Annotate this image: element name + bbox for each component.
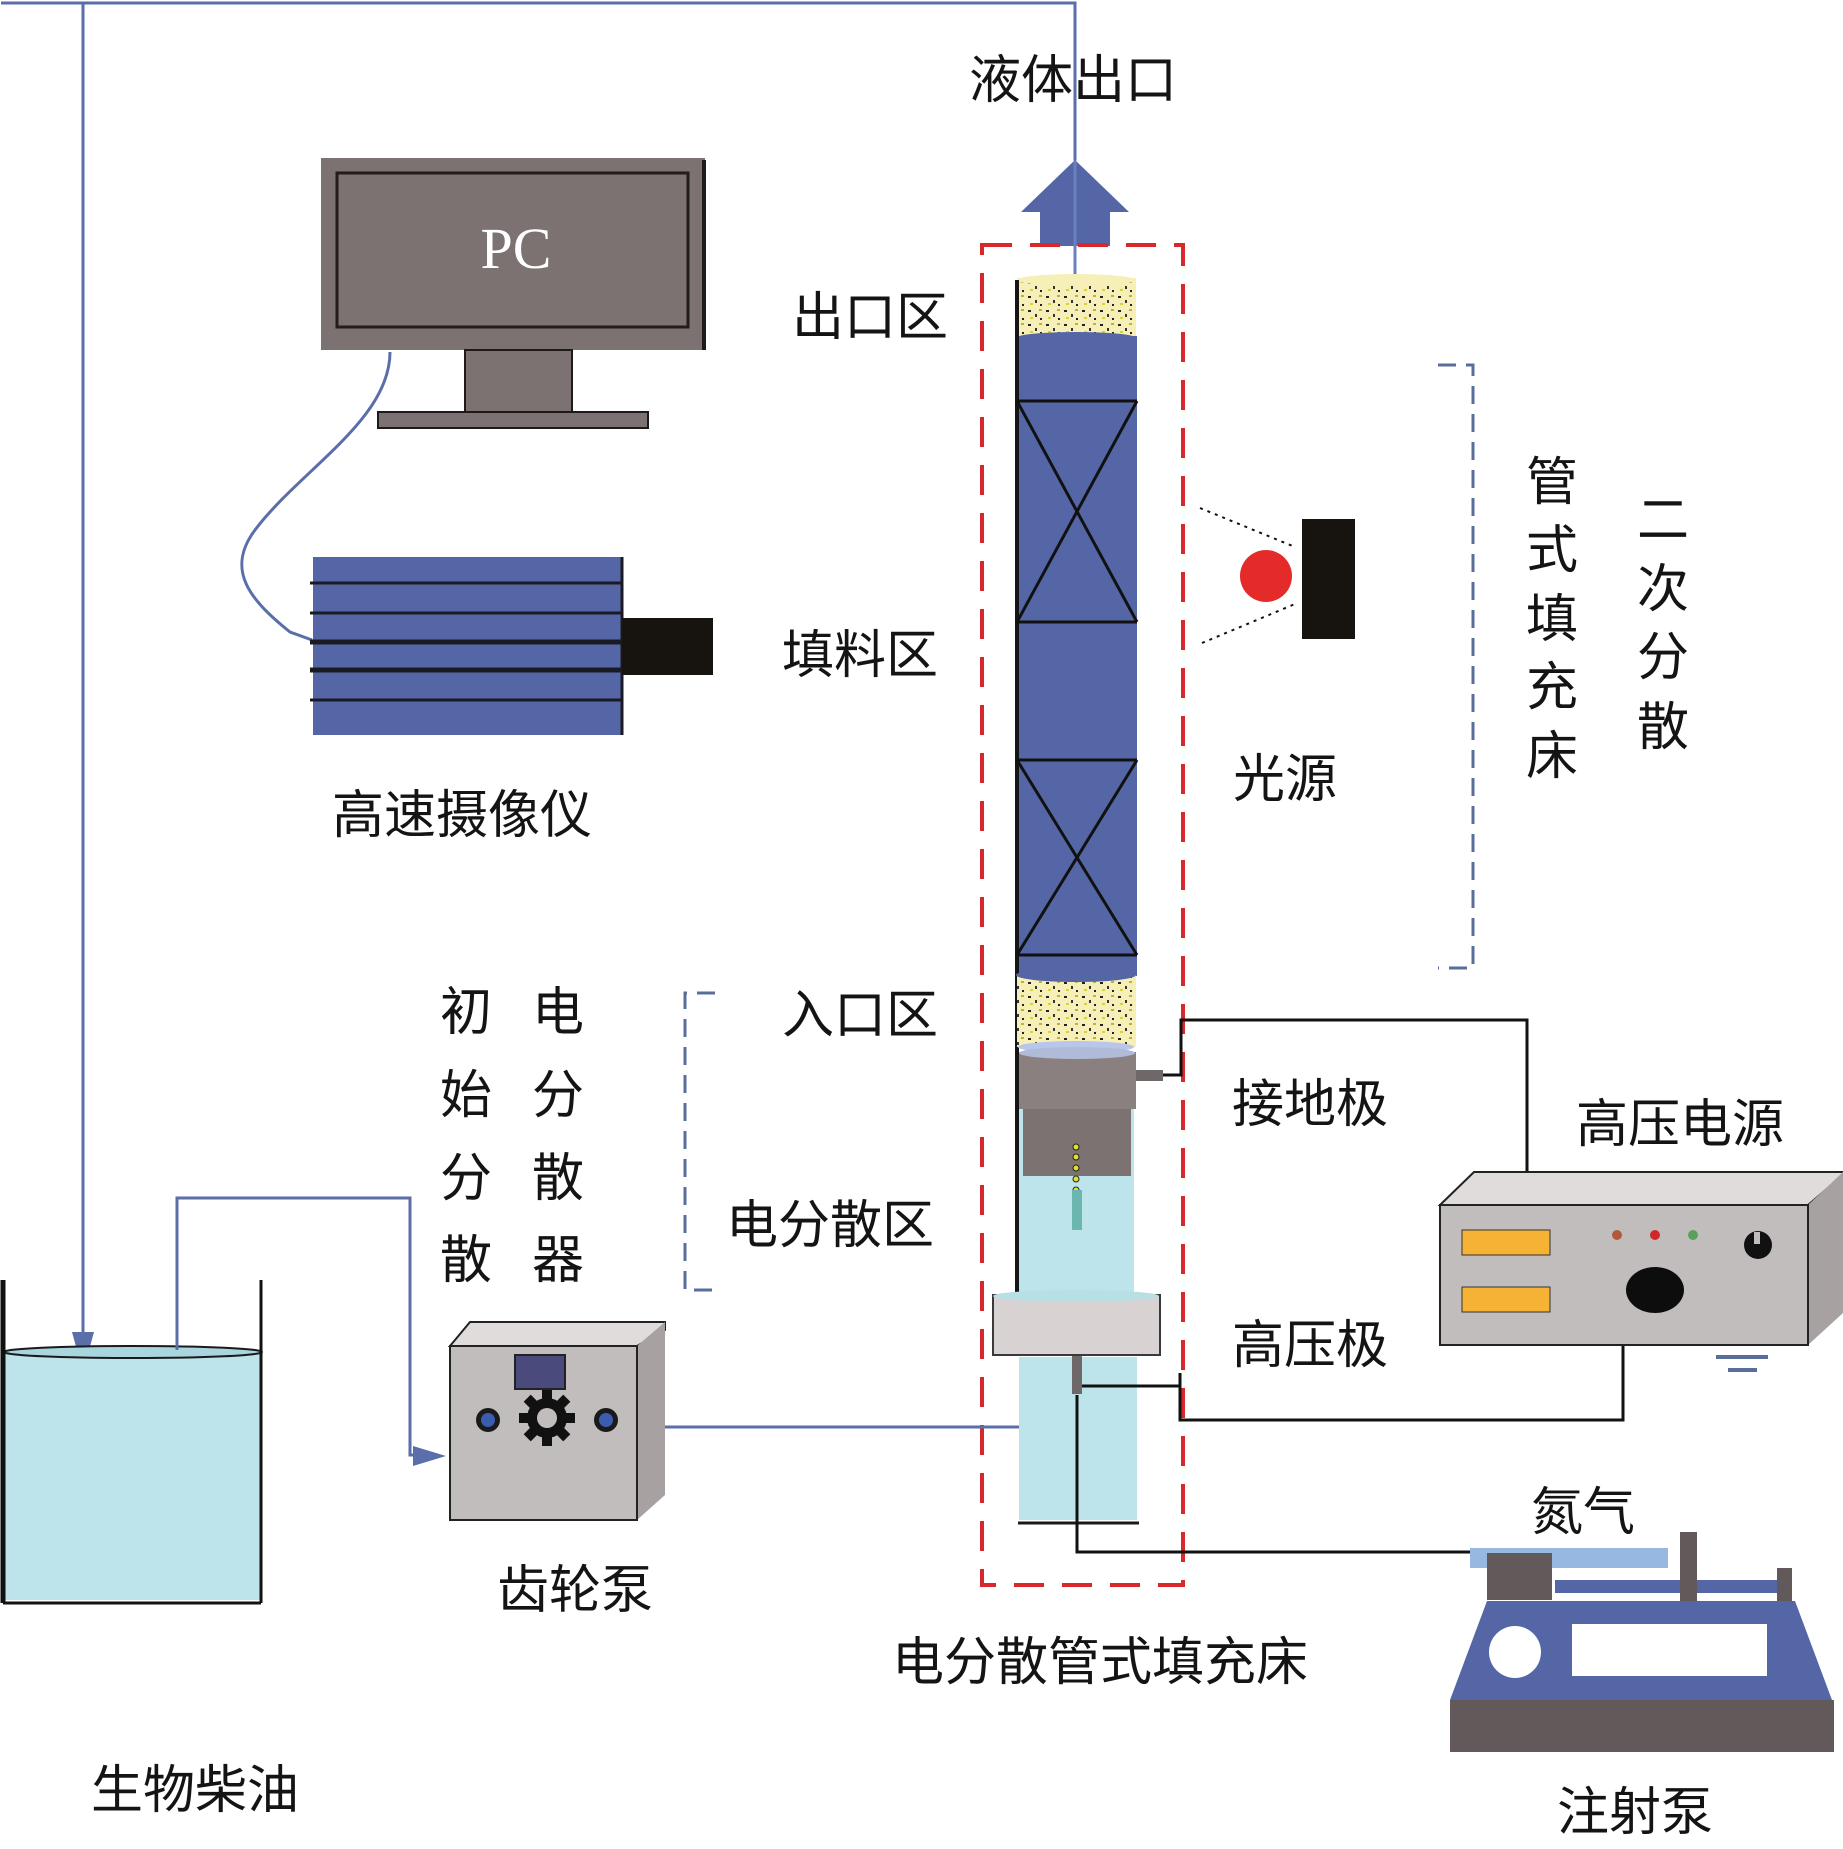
hv-power-button-icon[interactable] <box>1744 1231 1772 1259</box>
hv-led-orange <box>1612 1230 1622 1240</box>
hv-power-supply <box>1437 1171 1843 1372</box>
packed-column <box>992 274 1163 1525</box>
nitrogen-label: 氮气 <box>1531 1483 1635 1543</box>
light-source <box>1199 507 1355 644</box>
gear-pump-label: 齿轮泵 <box>497 1561 653 1621</box>
biodiesel-label: 生物柴油 <box>91 1761 299 1821</box>
gear-pump-screen <box>514 1354 566 1390</box>
light-dot-icon <box>1240 550 1292 602</box>
svg-text:散: 散 <box>1637 698 1689 758</box>
svg-text:始: 始 <box>440 1066 492 1126</box>
svg-text:次: 次 <box>1637 560 1689 620</box>
secondary-bed-label: 管 式 填 充 床 <box>1526 453 1578 787</box>
camera-lens <box>622 618 713 675</box>
pc-label: PC <box>481 216 552 281</box>
ground-electrode-label: 接地极 <box>1232 1075 1388 1135</box>
pc-monitor: PC <box>321 158 706 429</box>
camera-cable <box>240 351 392 642</box>
svg-text:二: 二 <box>1637 491 1689 551</box>
packing-zone-label: 填料区 <box>782 626 938 686</box>
hv-voltage-knob[interactable] <box>1626 1267 1684 1313</box>
initial-dispersion-label: 初 始 分 散 <box>440 983 492 1291</box>
syringe-pump-label: 注射泵 <box>1557 1783 1713 1843</box>
svg-text:分: 分 <box>532 1066 584 1126</box>
feed-arrowhead-icon <box>413 1446 446 1466</box>
hv-electrode-flange <box>992 1294 1161 1356</box>
svg-text:床: 床 <box>1526 727 1578 787</box>
hv-led-green <box>1688 1230 1698 1240</box>
secondary-dispersion-bracket <box>1438 363 1475 970</box>
hv-led-red <box>1650 1230 1660 1240</box>
nitrogen-line <box>1075 1395 1470 1554</box>
packing-block-upper <box>1015 399 1139 624</box>
high-speed-camera <box>310 557 713 735</box>
ground-electrode-ring <box>1019 1052 1136 1109</box>
light-source-label: 光源 <box>1233 750 1337 810</box>
electro-disperser-label: 电 分 散 器 <box>532 983 584 1291</box>
gear-pump <box>447 1321 666 1521</box>
packing-block-lower <box>1015 758 1139 957</box>
initial-dispersion-bracket <box>683 991 718 1292</box>
hv-wire <box>1082 1305 1625 1422</box>
svg-text:分: 分 <box>1637 628 1689 688</box>
liquid-outlet-label: 液体出口 <box>969 51 1177 111</box>
svg-text:管: 管 <box>1526 453 1578 513</box>
syringe-pump <box>1450 1532 1834 1752</box>
inlet-zone-packing <box>1017 975 1136 1047</box>
biodiesel-beaker <box>0 1280 263 1605</box>
svg-text:电: 电 <box>532 983 584 1043</box>
svg-text:式: 式 <box>1526 521 1578 581</box>
hv-electrode-pin <box>1072 1356 1082 1394</box>
outlet-zone-packing <box>1017 278 1136 340</box>
hv-display-upper <box>1461 1229 1551 1256</box>
electro-zone-label: 电分散区 <box>726 1196 934 1256</box>
hv-display-lower <box>1461 1286 1551 1313</box>
column-caption: 电分散管式填充床 <box>892 1633 1308 1693</box>
capillary-nozzle <box>1072 1190 1082 1230</box>
svg-text:器: 器 <box>532 1231 584 1291</box>
svg-text:散: 散 <box>532 1149 584 1209</box>
inlet-zone-label: 入口区 <box>782 986 938 1046</box>
svg-text:充: 充 <box>1526 658 1578 718</box>
hv-electrode-label: 高压极 <box>1232 1316 1388 1376</box>
outlet-zone-label: 出口区 <box>792 288 948 348</box>
camera-label: 高速摄像仪 <box>332 786 592 846</box>
ground-wire <box>1163 1018 1529 1172</box>
hv-supply-label: 高压电源 <box>1576 1095 1784 1155</box>
svg-text:分: 分 <box>440 1149 492 1209</box>
syringe-pump-dial[interactable] <box>1489 1626 1541 1678</box>
secondary-dispersion-label: 二 次 分 散 <box>1637 491 1689 758</box>
syringe-pump-screen <box>1572 1624 1767 1676</box>
edpb-boundary <box>980 243 1185 1587</box>
gear-icon <box>519 1390 575 1446</box>
svg-text:初: 初 <box>440 983 492 1043</box>
svg-text:散: 散 <box>440 1231 492 1291</box>
svg-text:填: 填 <box>1526 590 1578 650</box>
